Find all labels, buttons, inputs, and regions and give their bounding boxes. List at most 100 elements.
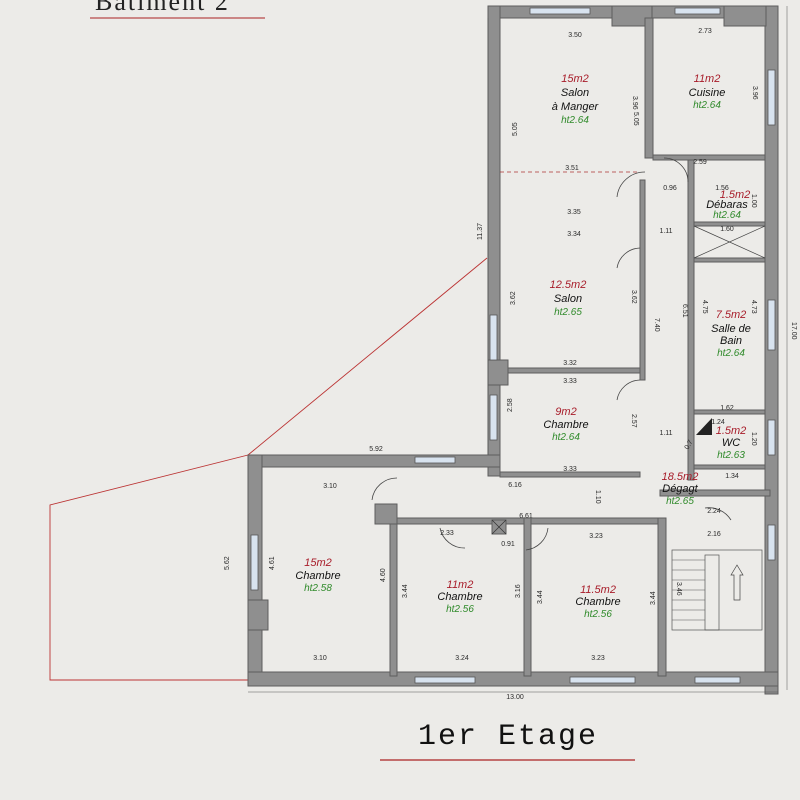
room-name-label: WC [722,437,740,449]
interior-walls [247,5,771,677]
room-height-label: ht2.65 [666,496,694,507]
dimension-label: 3.10 [323,483,337,490]
room-name-label: Chambre [295,570,340,582]
dimension-label: 3.23 [591,655,605,662]
dimension-label: 3.50 [568,32,582,39]
room-area-label: 11.5m2 [580,584,616,596]
dimension-label: 1.60 [720,226,734,233]
dimension-label: 2.58 [507,398,514,412]
room-cuisine: 11m2 Cuisine ht2.64 [689,73,726,111]
dimension-label: 3.35 [567,209,581,216]
building-title: Bâtiment 2 [95,0,230,16]
dimension-label: 6.51 [681,304,688,318]
room-name-label: Salon [554,293,582,305]
room-salle-de-bain: 7.5m2 Salle de Bain ht2.64 [711,309,751,359]
dimension-label: 2.57 [630,414,637,428]
staircase [671,549,763,631]
room-area-label: 9m2 [555,406,576,418]
dimension-label: 5.05 [632,112,639,126]
dimension-label: 0.96 [663,185,677,192]
room-chambre-11-5: 11.5m2 Chambre ht2.56 [575,584,620,620]
room-area-label: 1.5m2 [716,425,747,437]
room-chambre-11: 11m2 Chambre ht2.56 [437,579,482,615]
dimension-label: 0.91 [501,541,515,548]
dimension-label: 1.11 [659,228,672,235]
room-area-label: 15m2 [561,73,589,85]
floor-title: 1er Etage [418,720,598,754]
room-area-label: 18.5m2 [662,471,699,483]
dimension-label: 1.20 [750,432,757,446]
dimension-label: 3.34 [567,231,581,238]
windows [250,7,776,684]
room-name-label: Chambre [437,591,482,603]
room-area-label: 11m2 [694,73,721,85]
room-height-label: ht2.64 [713,210,741,221]
room-debaras: 1.5m2 Débaras ht2.64 [706,189,750,221]
dimension-label: 2.73 [698,28,712,35]
room-height-label: ht2.65 [554,307,582,318]
room-area-label: 1.5m2 [720,189,751,201]
room-name-label: à Manger [552,101,600,113]
dimension-label: 4.75 [701,300,708,314]
room-name-label: Salon [561,87,589,99]
room-name-label: Salle de [711,323,751,335]
room-area-label: 15m2 [304,557,332,569]
room-chambre-9: 9m2 Chambre ht2.64 [543,406,588,443]
room-name-label: Chambre [543,419,588,431]
dimension-label: 2.16 [707,531,721,538]
dimension-label: 3.44 [650,591,657,605]
room-name-label: Cuisine [689,87,726,99]
dimension-label: 3.44 [402,584,409,598]
dimension-label: 1.00 [750,194,757,208]
dimension-labels: 3.50 2.73 3.96 3.96 5.05 5.05 2.59 3.51 … [224,28,797,701]
dimension-label: 3.96 [751,86,758,100]
dimension-label: 3.46 [675,582,682,596]
dimension-label: 3.32 [563,360,577,367]
room-height-label: ht2.64 [717,348,745,359]
property-boundary [49,257,488,681]
dimension-label: 0.7 [684,439,695,451]
dimension-label: 3.24 [455,655,469,662]
doors [371,157,766,551]
room-name-label: Chambre [575,596,620,608]
room-height-label: ht2.64 [561,115,589,126]
dimension-label: 3.33 [563,378,577,385]
room-height-label: ht2.63 [717,450,745,461]
dimension-label: 3.33 [563,466,577,473]
room-name-label: Bain [720,335,742,347]
dimension-label: 1.11 [659,430,672,437]
dimension-label: 5.62 [224,556,231,570]
dimension-lines [248,6,788,693]
dimension-label: 2.33 [440,530,454,537]
dimension-label: 3.44 [537,590,544,604]
dimension-label: 5.05 [512,122,519,136]
dimension-label: 3.10 [313,655,327,662]
dimension-label: 4.73 [750,300,757,314]
dimension-label: 1.34 [725,473,739,480]
dimension-label: 5.92 [369,446,383,453]
room-salon-a-manger: 15m2 Salon à Manger ht2.64 [552,73,600,126]
dimension-label: 4.60 [380,568,387,582]
dimension-label: 3.62 [510,291,517,305]
dimension-label: 3.23 [589,533,603,540]
dimension-label: 17.00 [790,322,797,340]
dimension-label: 2.24 [707,508,721,515]
room-area-label: 11m2 [447,579,474,591]
dimension-label: 6.61 [519,513,533,520]
dimension-label: 11.37 [477,223,484,240]
room-height-label: ht2.56 [446,604,474,615]
dimension-label: 13.00 [506,694,524,701]
room-area-label: 7.5m2 [716,309,747,321]
dimension-label: 1.10 [594,490,601,504]
room-height-label: ht2.58 [304,583,332,594]
dimension-label: 7.40 [653,318,660,332]
room-height-label: ht2.56 [584,609,612,620]
dimension-label: 3.51 [565,165,579,172]
room-height-label: ht2.64 [552,432,580,443]
room-area-label: 12.5m2 [550,279,587,291]
dimension-label: 2.59 [693,159,707,166]
dimension-label: 6.16 [508,482,522,489]
room-chambre-15: 15m2 Chambre ht2.58 [295,557,340,594]
dimension-label: 3.62 [630,290,637,304]
